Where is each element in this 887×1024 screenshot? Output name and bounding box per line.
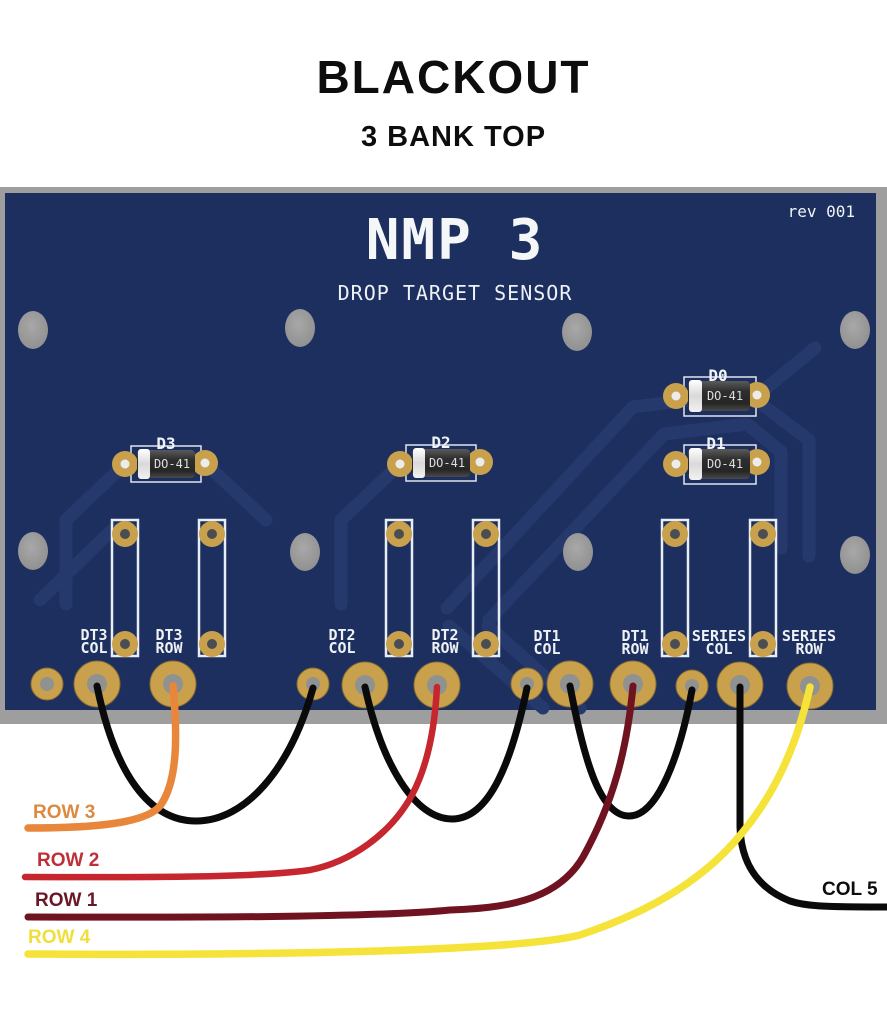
wire-row-4 bbox=[24, 683, 814, 959]
wire-label-row-2: ROW 2 bbox=[37, 850, 100, 871]
diode-package-d0: DO-41 bbox=[706, 389, 744, 403]
diode-ref-d0: D0 bbox=[708, 366, 728, 385]
wire-label-row-4: ROW 4 bbox=[28, 927, 91, 948]
connector-label-dt3-row: DT3 ROW bbox=[155, 626, 183, 657]
wire-row-2 bbox=[21, 683, 441, 881]
wire-jumper-dt1col bbox=[566, 682, 696, 820]
connector-label-dt1-col: DT1 COL bbox=[533, 627, 561, 658]
diode-d3 bbox=[112, 445, 218, 483]
wire-row-1 bbox=[24, 682, 637, 921]
diode-ref-d3: D3 bbox=[156, 434, 176, 453]
connector-label-dt1-row: DT1 ROW bbox=[621, 627, 649, 658]
page-title: BLACKOUT bbox=[316, 51, 591, 103]
wire-label-col-5: COL 5 bbox=[822, 879, 878, 900]
connector-label-series-row: SERIES ROW bbox=[781, 627, 837, 658]
diode-ref-d1: D1 bbox=[706, 434, 726, 453]
wire-col-5 bbox=[736, 683, 887, 911]
connector-label-dt2-col: DT2 COL bbox=[328, 626, 356, 657]
page-subtitle: 3 BANK TOP bbox=[360, 121, 547, 153]
connector-label-dt2-row: DT2 ROW bbox=[431, 626, 459, 657]
diode-package-d2: DO-41 bbox=[428, 456, 466, 470]
wire-jumper-dt3col bbox=[93, 682, 317, 825]
diodes bbox=[112, 376, 770, 485]
connector-label-series-col: SERIES COL bbox=[691, 627, 747, 658]
slot-pads bbox=[112, 521, 776, 657]
wire-label-row-1: ROW 1 bbox=[35, 890, 98, 911]
board-tagline: DROP TARGET SENSOR bbox=[337, 281, 573, 305]
diode-d1 bbox=[663, 444, 770, 485]
wire-jumper-dt2col bbox=[361, 683, 531, 823]
wire-row-3 bbox=[24, 682, 180, 832]
wires bbox=[21, 682, 887, 959]
board-name: NMP 3 bbox=[365, 208, 545, 273]
diode-d2 bbox=[387, 444, 493, 482]
target-switch-slots bbox=[110, 518, 778, 658]
board-revision: rev 001 bbox=[787, 202, 855, 221]
wire-label-row-3: ROW 3 bbox=[33, 802, 96, 823]
diode-package-d3: DO-41 bbox=[153, 457, 191, 471]
diode-package-d1: DO-41 bbox=[706, 457, 744, 471]
connector-label-dt3-col: DT3 COL bbox=[80, 626, 108, 657]
diode-ref-d2: D2 bbox=[431, 433, 451, 452]
mounting-holes bbox=[18, 309, 870, 574]
diode-d0 bbox=[663, 376, 770, 417]
